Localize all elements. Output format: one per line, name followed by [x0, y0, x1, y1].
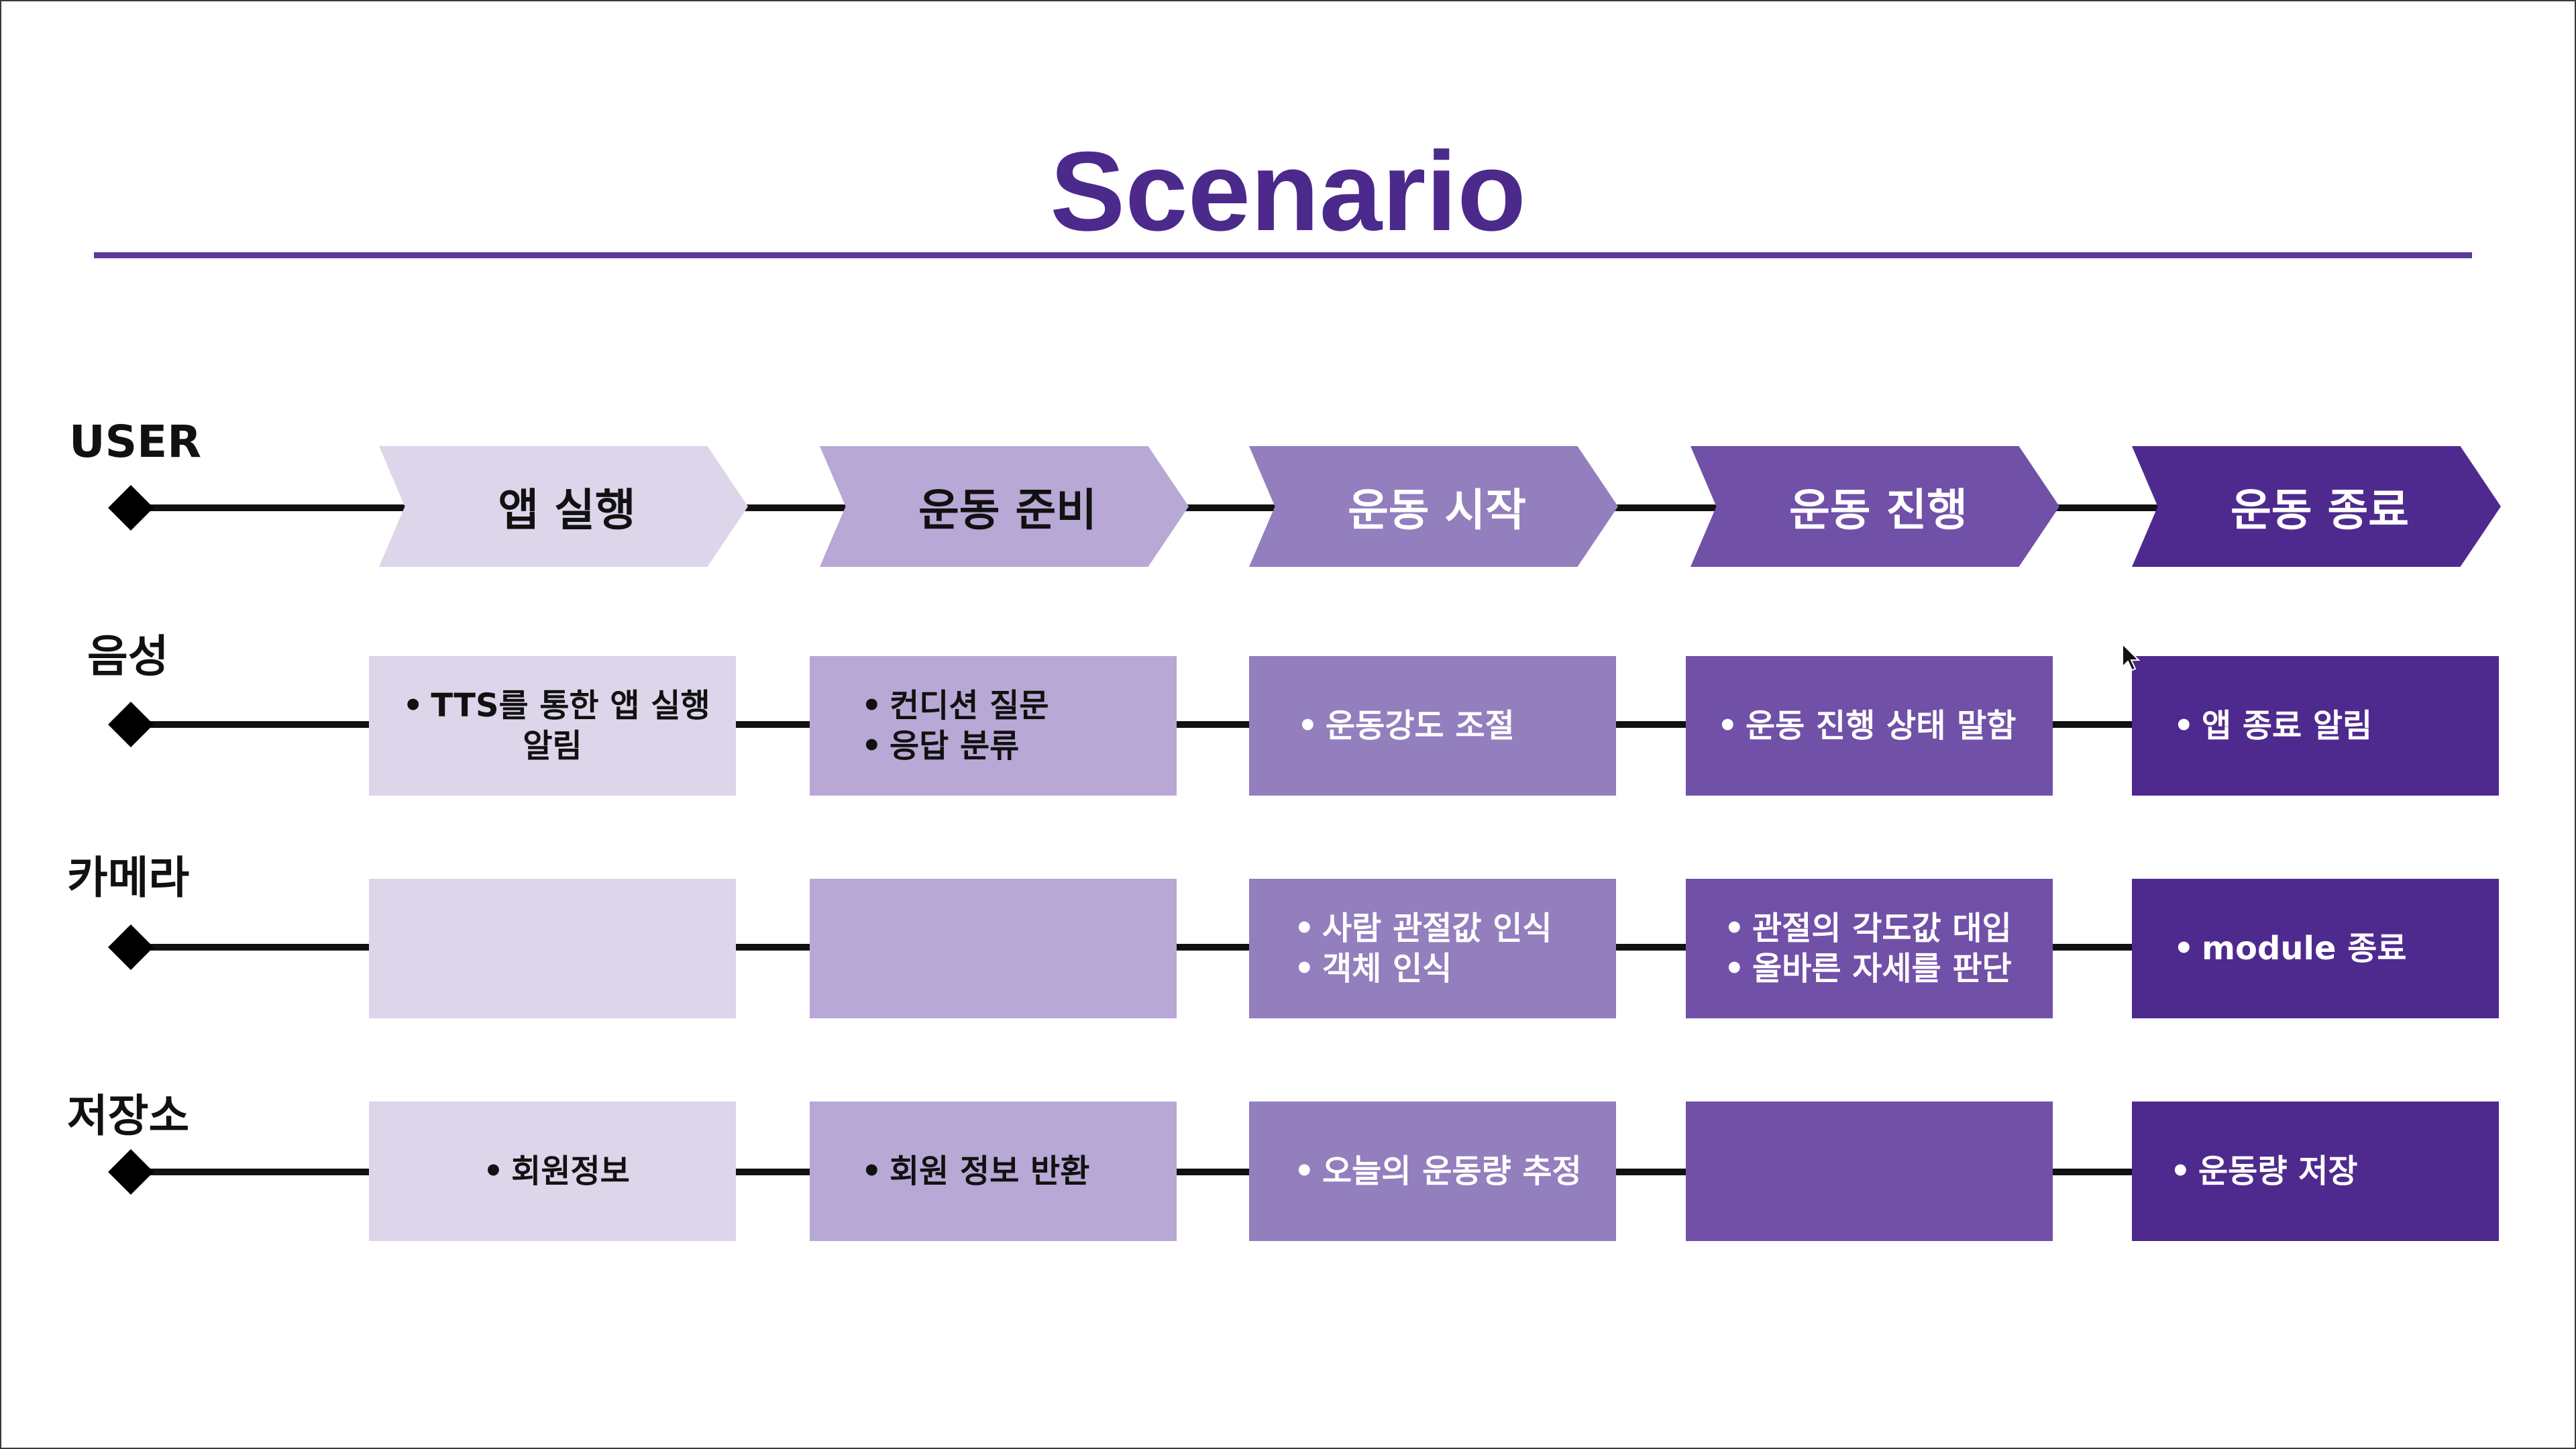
- lane-label-storage: 저장소: [67, 1090, 190, 1142]
- camera-cell-3: 사람 관절값 인식 객체 인식: [1249, 879, 1616, 1018]
- voice-item: 응답 분류: [853, 726, 1177, 766]
- storage-item: 운동량 저장: [2162, 1151, 2499, 1191]
- camera-item: 관절의 각도값 대입: [1716, 908, 2053, 949]
- storage-cell-4: [1686, 1102, 2053, 1241]
- stage-label: 운동 준비: [918, 484, 1097, 536]
- camera-item: module 종료: [2165, 928, 2499, 969]
- stage-arrow-exercise-start: 운동 시작: [1249, 446, 1618, 567]
- lane-label-voice: 음성: [87, 631, 169, 682]
- camera-cell-2: [810, 879, 1177, 1018]
- storage-cell-5: 운동량 저장: [2132, 1102, 2499, 1241]
- voice-cell-4: 운동 진행 상태 말함: [1686, 656, 2053, 796]
- stage-label: 운동 진행: [1789, 484, 1968, 536]
- voice-cell-3: 운동강도 조절: [1249, 656, 1616, 796]
- camera-cell-5: module 종료: [2132, 879, 2499, 1018]
- slide-title: Scenario: [1050, 128, 1526, 254]
- voice-item: TTS를 통한 앱 실행: [394, 686, 710, 726]
- camera-cell-4: 관절의 각도값 대입 올바른 자세를 판단: [1686, 879, 2053, 1018]
- stage-arrow-app-launch: 앱 실행: [379, 446, 748, 567]
- title-underline: [94, 252, 2472, 258]
- lane-label-user: USER: [69, 416, 202, 468]
- camera-item: 객체 인식: [1286, 949, 1616, 989]
- mouse-pointer-icon: [2122, 643, 2141, 672]
- storage-cell-2: 회원 정보 반환: [810, 1102, 1177, 1241]
- lane-label-camera: 카메라: [67, 852, 190, 904]
- voice-item: 컨디션 질문: [853, 686, 1177, 726]
- stage-label: 운동 종료: [2231, 484, 2409, 536]
- voice-item-continuation: 알림: [523, 727, 582, 765]
- voice-item: 운동강도 조절: [1289, 706, 1616, 746]
- stage-label: 운동 시작: [1348, 484, 1526, 536]
- voice-item: 앱 종료 알림: [2165, 706, 2499, 746]
- stage-arrow-exercise-end: 운동 종료: [2132, 446, 2501, 567]
- stage-arrow-exercise-progress: 운동 진행: [1690, 446, 2059, 567]
- voice-item: 운동 진행 상태 말함: [1709, 706, 2053, 746]
- voice-cell-5: 앱 종료 알림: [2132, 656, 2499, 796]
- storage-item: 회원정보: [475, 1151, 630, 1191]
- camera-item: 사람 관절값 인식: [1286, 908, 1616, 949]
- voice-cell-1: TTS를 통한 앱 실행 알림: [369, 656, 736, 796]
- camera-item: 올바른 자세를 판단: [1716, 949, 2053, 989]
- stage-label: 앱 실행: [498, 484, 636, 536]
- storage-cell-1: 회원정보: [369, 1102, 736, 1241]
- camera-cell-1: [369, 879, 736, 1018]
- storage-item: 오늘의 운동량 추정: [1286, 1151, 1616, 1191]
- storage-item: 회원 정보 반환: [853, 1151, 1177, 1191]
- voice-cell-2: 컨디션 질문 응답 분류: [810, 656, 1177, 796]
- storage-cell-3: 오늘의 운동량 추정: [1249, 1102, 1616, 1241]
- stage-arrow-exercise-prep: 운동 준비: [820, 446, 1189, 567]
